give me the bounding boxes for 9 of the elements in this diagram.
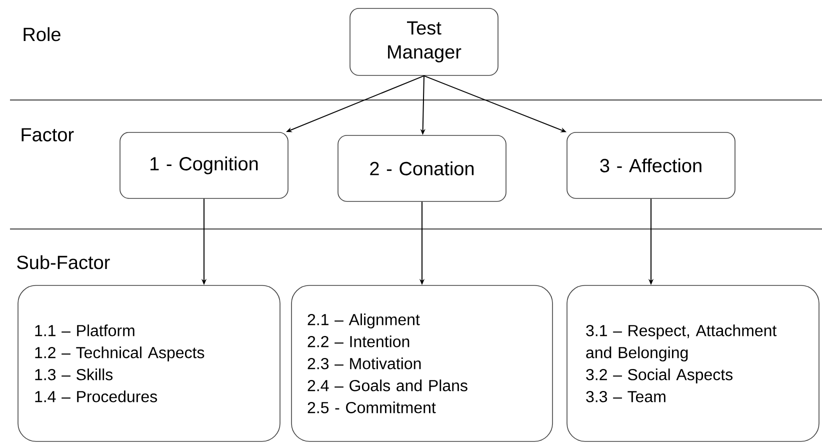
factor-box: 1 - Cognition xyxy=(120,132,288,199)
row-label: Role xyxy=(24,27,60,42)
role-box: Test Manager xyxy=(350,8,498,76)
subfactor-box: 1.1 – Platform 1.2 – Technical Aspects 1.3 – Skills 1.4 – Procedures xyxy=(18,285,280,442)
row-label: Factor xyxy=(22,128,74,142)
subfactor-box: 2.1 – Alignment 2.2 – Intention 2.3 – Motivation 2.4 – Goals and Plans 2.5 - Commitment xyxy=(291,285,553,442)
factor-box: 2 - Conation xyxy=(338,135,506,202)
factor-box: 3 - Affection xyxy=(566,132,736,199)
subfactor-box: 3.1 – Respect, Attachment and Belonging 3.2 – Social Aspects 3.3 – Team xyxy=(566,285,820,442)
